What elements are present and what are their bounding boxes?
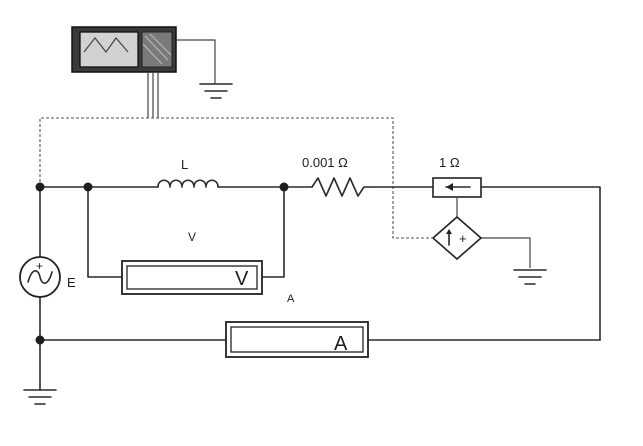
resistor-small-label: 0.001 Ω: [302, 155, 348, 170]
dependent-current-source-icon[interactable]: [431, 215, 483, 261]
source-polarity: +: [36, 259, 43, 273]
ammeter-label: A: [287, 293, 295, 305]
arrow-left-icon: [446, 183, 453, 191]
ground-icon: [513, 269, 547, 285]
controlled-source-sign: +: [459, 231, 467, 246]
ground-icon: [199, 83, 233, 99]
inductor-label: L: [181, 157, 188, 172]
inductor[interactable]: [157, 179, 219, 188]
ac-voltage-source-icon[interactable]: [19, 256, 61, 298]
source-label: E: [67, 275, 76, 290]
oscilloscope-icon[interactable]: [71, 26, 177, 73]
ammeter-symbol: A: [334, 333, 348, 355]
voltmeter-symbol: V: [235, 268, 249, 290]
ammeter[interactable]: [225, 321, 369, 358]
resistor-one-label: 1 Ω: [439, 155, 460, 170]
voltmeter-label: V: [188, 230, 196, 244]
voltmeter[interactable]: [121, 260, 263, 295]
ground-icon: [23, 389, 57, 405]
current-source-block[interactable]: [432, 177, 482, 198]
resistor-0001[interactable]: [311, 177, 371, 197]
